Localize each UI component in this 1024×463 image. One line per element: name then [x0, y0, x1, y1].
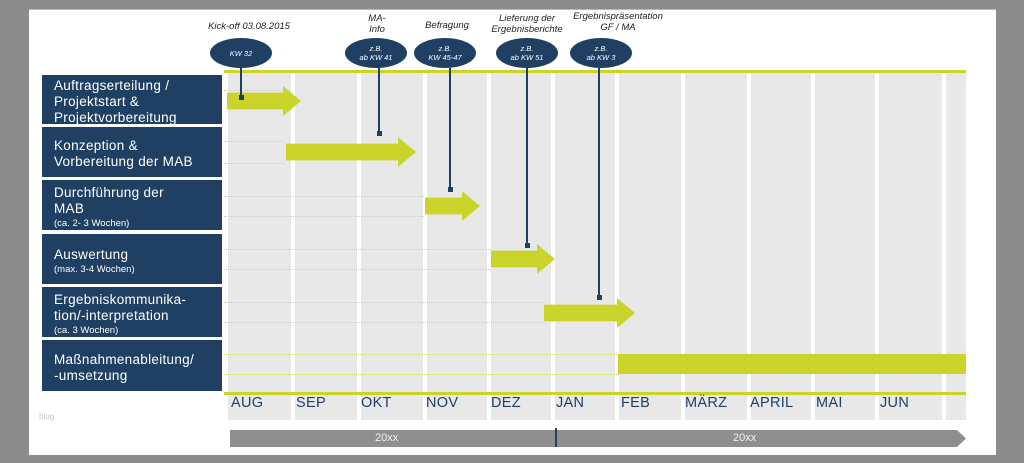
row-subtitle: (max. 3-4 Wochen) — [54, 264, 135, 275]
milestone-pin-dot — [597, 295, 602, 300]
month-label-mai: MAI — [816, 395, 843, 411]
row-label-ergebnis: Ergebniskommunika- tion/-interpretation … — [42, 287, 222, 337]
row-subtitle: (ca. 2- 3 Wochen) — [54, 218, 130, 229]
row-subtitle: (ca. 3 Wochen) — [54, 325, 119, 336]
frame-top — [29, 9, 996, 10]
year-divider — [555, 428, 557, 447]
bottom-rule — [224, 392, 966, 395]
milestone-label-befragung: Befragung — [425, 20, 469, 31]
milestone-pin — [598, 68, 600, 298]
month-label-feb: FEB — [621, 395, 651, 411]
milestone-pin — [449, 68, 451, 190]
month-column-sep — [295, 72, 357, 420]
milestone-pin — [378, 68, 380, 134]
row-guide — [224, 302, 544, 303]
row-guide — [224, 196, 424, 197]
top-rule — [224, 70, 966, 73]
month-column-aug — [228, 72, 291, 420]
row-guide — [224, 249, 491, 250]
row-title: Durchführung der MAB — [54, 185, 164, 216]
month-label-april: APRIL — [750, 395, 794, 411]
row-label-kickoff: Auftragserteilung / Projektstart & Proje… — [42, 75, 222, 125]
row-label-konzeption: Konzeption & Vorbereitung der MAB — [42, 127, 222, 177]
row-label-durchfuehrung: Durchführung der MAB (ca. 2- 3 Wochen) — [42, 180, 222, 230]
row-guide — [224, 374, 619, 375]
row-title: Konzeption & Vorbereitung der MAB — [54, 138, 193, 169]
timeline-slide: Auftragserteilung / Projektstart & Proje… — [29, 9, 996, 455]
milestone-pin-dot — [239, 95, 244, 100]
milestone-bubble-ergebnis: z.B. ab KW 3 — [570, 38, 632, 68]
month-column-okt — [361, 72, 423, 420]
year-label-first: 20xx — [375, 432, 399, 444]
milestone-label-ergebnis: Ergebnispräsentation GF / MA — [573, 11, 663, 33]
month-column-end — [946, 72, 966, 420]
milestone-bubble-mainfo: z.B. ab KW 41 — [345, 38, 407, 68]
milestone-bubble-lieferung: z.B. ab KW 51 — [496, 38, 558, 68]
row-title: Auswertung — [54, 247, 129, 262]
row-label-massnahmen: Maßnahmenableitung/ -umsetzung — [42, 340, 222, 391]
milestone-label-lieferung: Lieferung der Ergebnisberichte — [491, 13, 563, 35]
month-label-nov: NOV — [426, 395, 459, 411]
month-column-nov — [427, 72, 487, 420]
milestone-pin — [240, 68, 242, 98]
month-label-jun: JUN — [880, 395, 910, 411]
month-label-aug: AUG — [231, 395, 264, 411]
milestone-pin-dot — [525, 243, 530, 248]
milestone-pin-dot — [377, 131, 382, 136]
watermark-text: blog — [39, 412, 55, 421]
row-guide — [224, 141, 284, 142]
row-title: Auftragserteilung / Projektstart & Proje… — [54, 77, 177, 125]
month-label-sep: SEP — [296, 395, 326, 411]
year-bar — [230, 430, 966, 447]
milestone-pin — [526, 68, 528, 246]
row-guide — [224, 163, 284, 164]
month-label-maerz: MÄRZ — [685, 395, 728, 411]
milestone-bubble-kickoff: KW 32 — [210, 38, 272, 68]
phase-bar-massnahmen — [618, 354, 966, 374]
row-guide — [224, 354, 619, 355]
month-column-dez — [491, 72, 551, 420]
row-label-auswertung: Auswertung (max. 3-4 Wochen) — [42, 234, 222, 284]
row-title: Ergebniskommunika- tion/-interpretation — [54, 292, 187, 323]
month-column-jan — [555, 72, 615, 420]
month-label-dez: DEZ — [491, 395, 521, 411]
row-guide — [224, 322, 544, 323]
milestone-bubble-befragung: z.B. KW 45-47 — [414, 38, 476, 68]
row-guide — [224, 90, 284, 91]
row-title: Maßnahmenableitung/ -umsetzung — [54, 351, 195, 383]
year-label-second: 20xx — [733, 432, 757, 444]
row-guide — [224, 216, 424, 217]
milestone-pin-dot — [448, 187, 453, 192]
milestone-label-kickoff: Kick-off 03.08.2015 — [208, 21, 290, 32]
month-label-jan: JAN — [556, 395, 585, 411]
milestone-label-mainfo: MA- Info — [368, 13, 386, 35]
month-label-okt: OKT — [361, 395, 392, 411]
row-guide — [224, 269, 491, 270]
